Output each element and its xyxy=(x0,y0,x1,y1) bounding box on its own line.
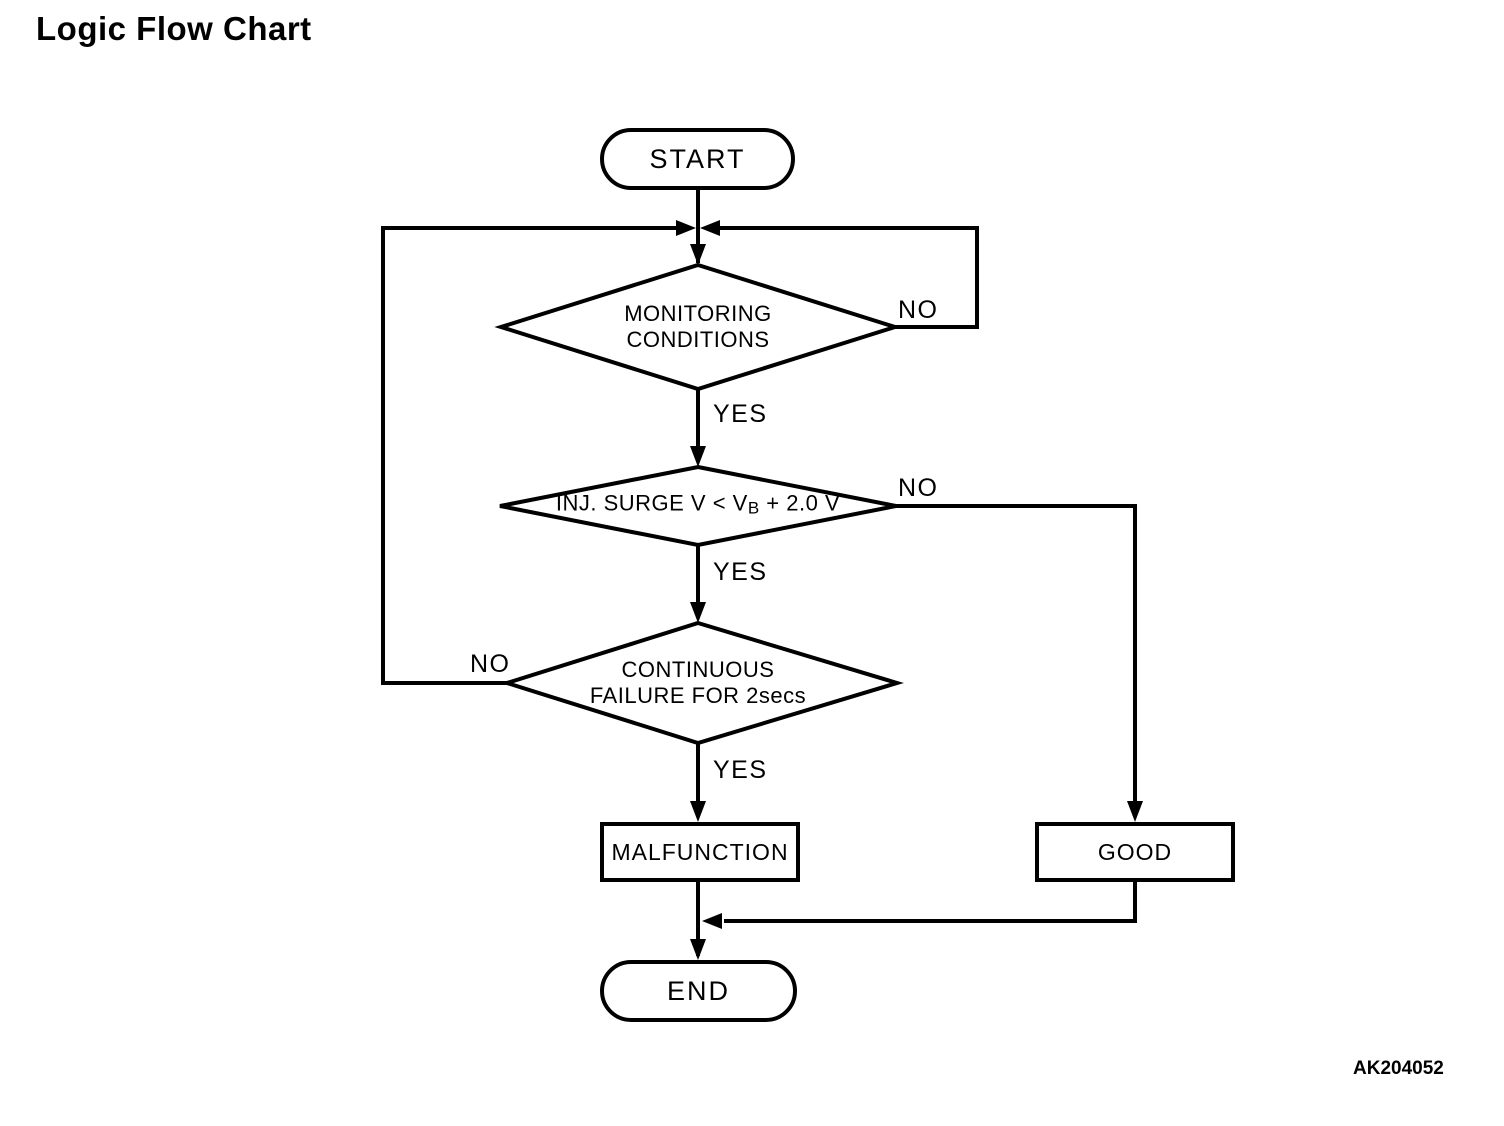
edge-monitoring-no-loop xyxy=(720,226,979,329)
decision-monitoring-conditions xyxy=(494,262,902,392)
monitoring-conditions-line2: CONDITIONS xyxy=(626,327,770,352)
start-node: START xyxy=(600,128,795,190)
arrowhead-into-malfunction-icon xyxy=(690,801,706,822)
arrowhead-into-end-icon xyxy=(690,939,706,960)
decision-continuous-failure xyxy=(500,620,904,746)
arrowhead-junction-left-icon xyxy=(676,220,696,236)
continuous-failure-line1: CONTINUOUS xyxy=(621,657,775,682)
good-node-label: GOOD xyxy=(1097,838,1173,865)
inj-surge-text-subscript: B xyxy=(747,498,760,518)
reference-code: AK204052 xyxy=(1353,1058,1444,1079)
edge-injsurge-no-to-good xyxy=(896,504,1137,817)
edge-label-monitoring-no: NO xyxy=(898,296,939,324)
arrowhead-junction-right-icon xyxy=(700,220,720,236)
good-node: GOOD xyxy=(1035,822,1235,882)
inj-surge-text: INJ. SURGE V < VB + 2.0 V xyxy=(556,491,840,522)
arrowhead-merge-left-icon xyxy=(702,913,722,929)
start-node-label: START xyxy=(649,143,746,174)
malfunction-node: MALFUNCTION xyxy=(600,822,800,882)
continuous-failure-text: CONTINUOUS FAILURE FOR 2secs xyxy=(590,657,806,709)
edge-continuous-no-loop xyxy=(381,226,676,685)
continuous-failure-line2: FAILURE FOR 2secs xyxy=(589,683,807,708)
edge-label-monitoring-yes: YES xyxy=(713,400,768,428)
edge-label-injsurge-yes: YES xyxy=(713,558,768,586)
arrowhead-into-monitoring-icon xyxy=(690,244,706,265)
end-node-label: END xyxy=(666,975,730,1006)
end-node: END xyxy=(600,960,797,1022)
edge-good-to-merge xyxy=(724,882,1137,923)
inj-surge-text-post: + 2.0 V xyxy=(759,490,841,516)
inj-surge-text-pre: INJ. SURGE V < V xyxy=(555,490,748,516)
edge-label-injsurge-no: NO xyxy=(898,474,939,502)
malfunction-node-label: MALFUNCTION xyxy=(611,838,789,865)
arrowhead-into-continuous-icon xyxy=(690,602,706,623)
arrowhead-into-injsurge-icon xyxy=(690,446,706,467)
arrowhead-into-good-icon xyxy=(1127,801,1143,822)
decision-inj-surge-voltage xyxy=(499,464,897,548)
edge-label-continuous-no: NO xyxy=(470,650,511,678)
monitoring-conditions-line1: MONITORING xyxy=(624,301,772,326)
page-title: Logic Flow Chart xyxy=(36,10,312,47)
monitoring-conditions-text: MONITORING CONDITIONS xyxy=(624,301,772,353)
edge-label-continuous-yes: YES xyxy=(713,756,768,784)
